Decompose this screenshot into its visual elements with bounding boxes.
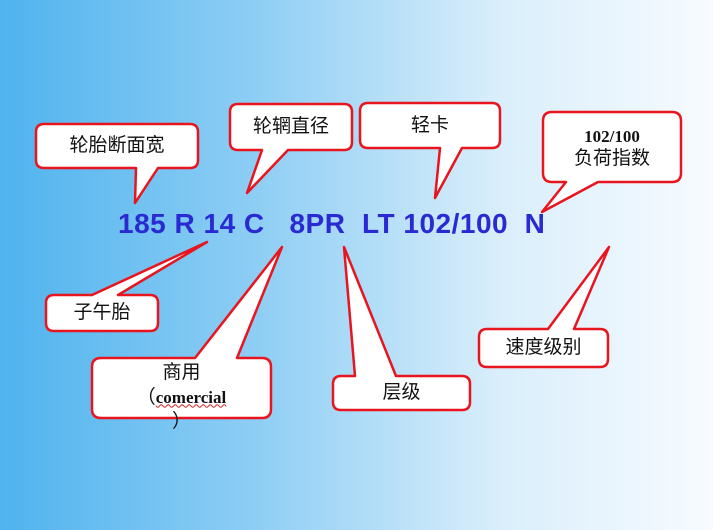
label-load-index-group: 102/100 负荷指数 bbox=[543, 114, 681, 182]
commercial-word: comercial bbox=[155, 387, 227, 407]
label-light-truck: 轻卡 bbox=[410, 113, 449, 136]
callout-radial bbox=[44, 240, 209, 333]
label-section-width: 轮胎断面宽 bbox=[69, 134, 165, 157]
commercial-open-paren: （ bbox=[136, 385, 156, 408]
label-rim-diameter: 轮辋直径 bbox=[252, 115, 329, 138]
callout-load-index bbox=[540, 110, 683, 214]
load-index-text: 负荷指数 bbox=[573, 146, 650, 169]
label-ply-rating: 层级 bbox=[382, 381, 421, 404]
callout-speed-rating bbox=[477, 245, 611, 369]
label-radial: 子午胎 bbox=[73, 301, 131, 324]
commercial-word-line: （comercial bbox=[137, 385, 227, 410]
commercial-cn: 商用 bbox=[162, 361, 201, 383]
callout-ply-rating bbox=[331, 245, 472, 412]
label-commercial-group: 商用 （comercial ） bbox=[92, 360, 271, 450]
callout-section-width bbox=[34, 122, 200, 205]
commercial-close-paren: ） bbox=[171, 410, 191, 433]
callout-rim-diameter bbox=[228, 102, 354, 195]
callout-commercial bbox=[90, 245, 284, 420]
label-speed-rating: 速度级别 bbox=[505, 336, 582, 359]
callout-light-truck bbox=[358, 101, 502, 200]
tire-size-code: 185 R 14 C 8PR LT 102/100 N bbox=[118, 208, 546, 239]
load-index-number: 102/100 bbox=[584, 126, 640, 146]
